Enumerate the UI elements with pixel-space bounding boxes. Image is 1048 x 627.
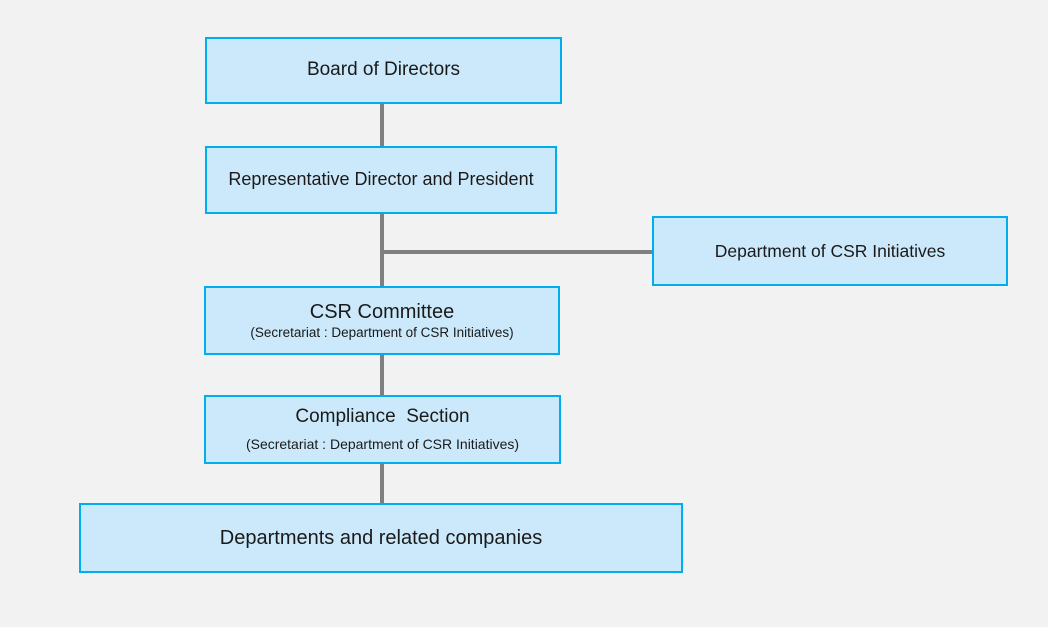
node-title: CSR Committee — [309, 300, 455, 323]
node-title: Board of Directors — [306, 59, 461, 81]
node-compliance-section: Compliance Section (Secretariat : Depart… — [204, 395, 561, 464]
node-title: Representative Director and President — [228, 169, 534, 190]
node-department-of-csr-initiatives: Department of CSR Initiatives — [652, 216, 1008, 286]
node-title: Departments and related companies — [219, 527, 543, 549]
node-subtitle: (Secretariat : Department of CSR Initiat… — [250, 324, 514, 340]
node-board-of-directors: Board of Directors — [205, 37, 562, 104]
connector-branch-to-csr-department — [380, 250, 652, 254]
node-subtitle: (Secretariat : Department of CSR Initiat… — [245, 436, 520, 452]
connector-compliance-to-departments — [380, 464, 384, 503]
node-representative-director-and-president: Representative Director and President — [205, 146, 557, 214]
node-title: Compliance Section — [295, 406, 470, 428]
node-csr-committee: CSR Committee (Secretariat : Department … — [204, 286, 560, 355]
connector-board-to-president — [380, 104, 384, 146]
node-departments-and-related-companies: Departments and related companies — [79, 503, 683, 573]
node-title: Department of CSR Initiatives — [714, 240, 946, 261]
connector-committee-to-compliance — [380, 355, 384, 395]
